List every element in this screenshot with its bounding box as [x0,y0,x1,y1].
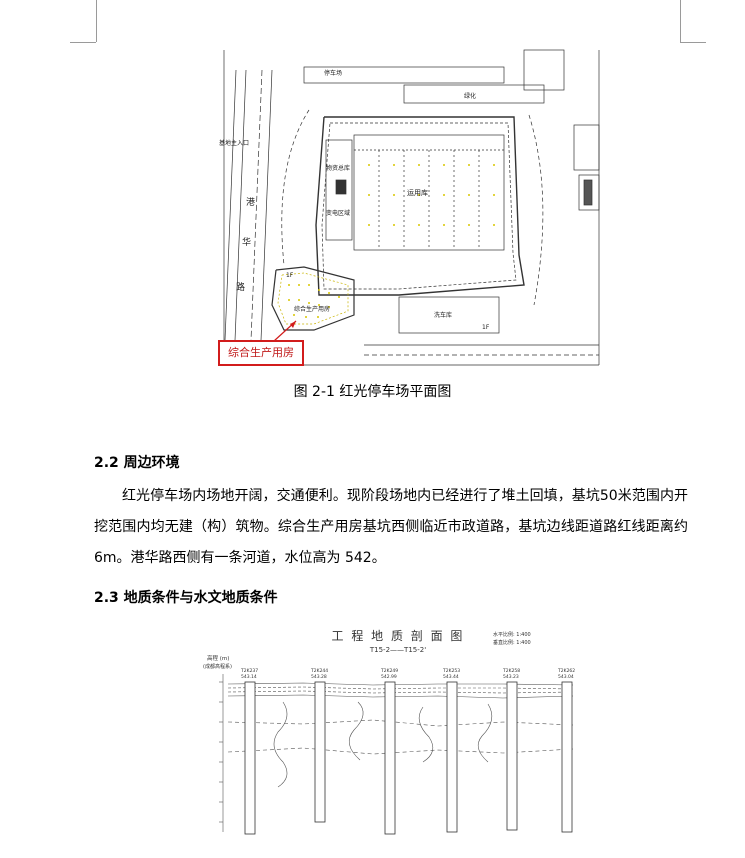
label-depot: 运用库 [407,188,428,197]
borehole-elev: 543.14 [241,674,257,680]
axis-sub-label: (成都高程系) [203,663,232,670]
label-road-b: 华 [242,236,251,248]
label-wash: 洗车库 [434,311,452,319]
borehole-elev: 543.28 [311,674,327,680]
section-subtitle: T15-2——T15-2' [369,646,426,654]
label-entrance: 基地主入口 [219,139,249,147]
label-floor-office: 1F [286,272,294,279]
borehole-elev: 543.23 [503,674,519,680]
label-road-a: 港 [246,196,255,208]
label-green: 绿化 [464,92,476,100]
borehole-id: T2K244 [310,668,328,674]
boreholes: T2K237 543.14 T2K244 543.28 T2K249 542.9… [240,668,575,835]
label-floor-wash: 1F [482,324,490,331]
scale-vertical: 垂直比例: 1:400 [493,639,531,646]
axis-label: 高程 (m) [207,654,229,662]
label-maint: 物资总库 [326,164,350,172]
scale-horizontal: 水平比例: 1:400 [493,631,531,638]
section-heading-2-2: 2.2 周边环境 [94,455,180,471]
section-2-2-paragraph: 红光停车场内场地开阔，交通便利。现阶段场地内已经进行了堆土回填，基坑50米范围内… [94,488,688,566]
borehole-id: T2K237 [240,668,258,674]
geological-section-drawing: 工 程 地 质 剖 面 图 T15-2——T15-2' 水平比例: 1:400 … [203,628,575,835]
figure-caption-2-1: 图 2-1 红光停车场平面图 [293,384,452,400]
margin-mark-top-right [680,0,681,42]
callout-office-building: 综合生产用房 [218,340,304,366]
label-office: 综合生产用房 [294,305,330,313]
borehole-id: T2K258 [502,668,520,674]
label-parking: 停车场 [324,69,342,77]
borehole-elev: 543.44 [443,674,459,680]
borehole-id: T2K262 [557,668,575,674]
label-area: 变电区域 [326,209,350,217]
borehole-id: T2K253 [442,668,460,674]
section-heading-2-3: 2.3 地质条件与水文地质条件 [94,590,278,606]
margin-mark-top-left-h [70,42,96,43]
borehole-elev: 542.99 [381,674,397,680]
label-road-c: 路 [236,281,245,293]
margin-mark-top-right-h [680,42,706,43]
margin-mark-top-left [96,0,97,42]
borehole-id: T2K249 [380,668,398,674]
site-plan-drawing: 停车场 绿化 基地主入口 港 华 路 运用库 洗车库 综合生产用房 物资总库 变… [219,49,600,366]
section-title: 工 程 地 质 剖 面 图 [332,628,465,643]
borehole-elev: 543.04 [558,674,574,680]
